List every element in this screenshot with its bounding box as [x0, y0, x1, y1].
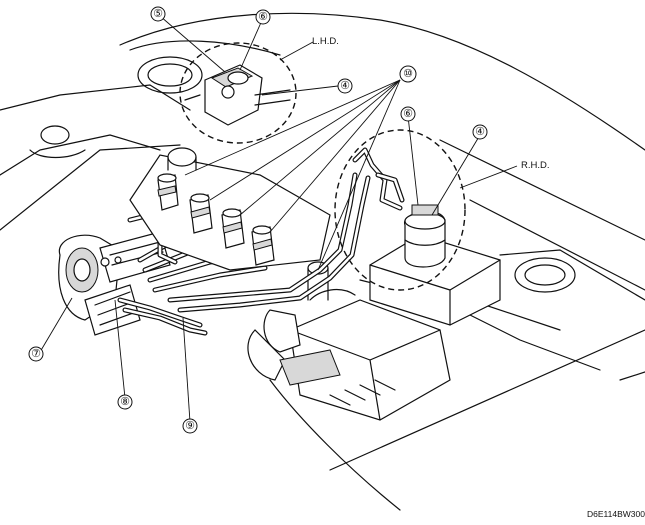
callout-6-text: ⑥: [258, 11, 268, 23]
callout-4-text: ④: [340, 80, 350, 92]
rhd-label: R.H.D.: [521, 160, 550, 171]
injectors: [129, 147, 331, 271]
callout-7-text: ⑦: [31, 348, 41, 360]
callout-9: ⑨: [182, 418, 198, 434]
callout-4-right-text: ④: [475, 126, 485, 138]
callout-5-text: ⑤: [153, 8, 163, 20]
callout-4-top: ④: [337, 78, 353, 94]
rhd-detail: [334, 129, 466, 291]
callout-8-text: ⑧: [120, 396, 130, 408]
figure-code: D6E114BW3009: [587, 509, 645, 519]
callout-4-right: ④: [472, 124, 488, 140]
callout-10: ⑩: [399, 65, 417, 83]
callout-6-right-text: ⑥: [403, 108, 413, 120]
lhd-detail: [179, 42, 297, 144]
callout-8: ⑧: [117, 394, 133, 410]
callout-6-right: ⑥: [400, 106, 416, 122]
injection-pump: [58, 231, 171, 336]
lhd-label: L.H.D.: [312, 36, 339, 47]
callout-6-top: ⑥: [255, 9, 271, 25]
air-cleaner: [247, 261, 451, 421]
callout-9-text: ⑨: [185, 420, 195, 432]
callout-5-top: ⑤: [150, 6, 166, 22]
callout-7: ⑦: [28, 346, 44, 362]
callout-10-text: ⑩: [403, 68, 413, 80]
leader-lines: [39, 15, 518, 423]
